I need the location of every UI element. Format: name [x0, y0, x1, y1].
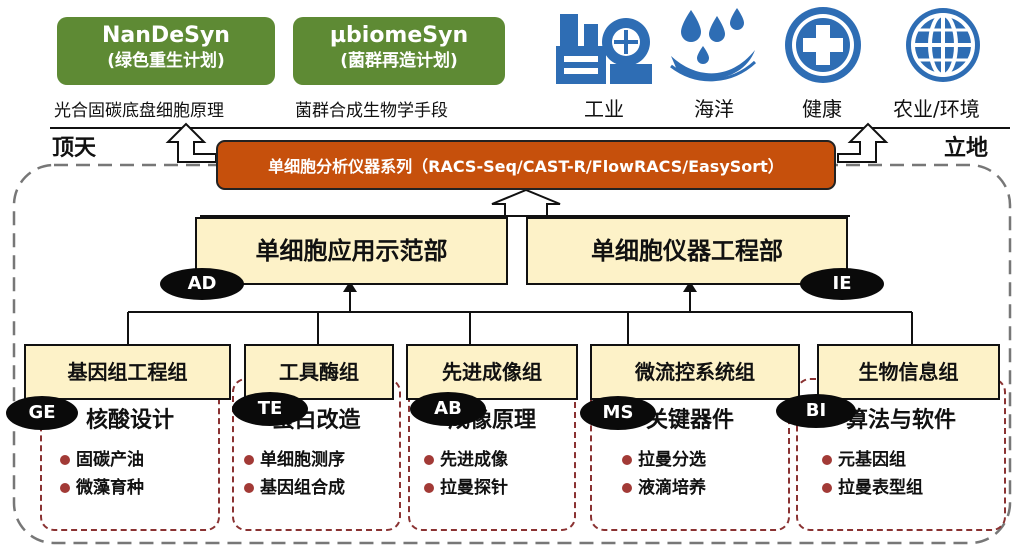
group-ms-head: 微流控系统组 — [590, 344, 800, 400]
group-te-head: 工具酶组 — [244, 344, 394, 400]
globe-icon — [906, 8, 980, 82]
program-subtitle: (菌群再造计划) — [340, 51, 458, 71]
program-nandesyn: NanDeSyn (绿色重生计划) — [57, 17, 275, 85]
center-up-arrow — [491, 188, 561, 217]
sector-label: 海洋 — [694, 97, 734, 121]
sector-label: 农业/环境 — [893, 97, 980, 121]
water-drops-icon — [670, 8, 757, 82]
sector-label: 工业 — [584, 97, 624, 121]
group-title: 关键器件 — [645, 408, 734, 433]
list-item: 元基因组 — [822, 446, 923, 474]
outer-dashed-frame — [12, 163, 1012, 545]
list-item: 拉曼探针 — [424, 474, 508, 502]
factory-icon — [556, 14, 652, 84]
group-tag: GE — [6, 396, 78, 430]
instrument-series-banner: 单细胞分析仪器系列（RACS-Seq/CAST-R/FlowRACS/EasyS… — [216, 140, 836, 190]
list-item: 拉曼分选 — [622, 446, 706, 474]
program-title: µbiomeSyn — [329, 23, 469, 48]
list-item: 微藻育种 — [60, 474, 144, 502]
group-ab-head: 先进成像组 — [406, 344, 578, 400]
program-caption: 菌群合成生物学手段 — [295, 101, 448, 121]
list-item: 单细胞测序 — [244, 446, 345, 474]
program-title: NanDeSyn — [102, 23, 230, 48]
left-hook-arrow — [165, 122, 217, 163]
right-side-label: 立地 — [944, 136, 989, 161]
left-side-label: 顶天 — [52, 136, 97, 161]
group-tag: BI — [776, 394, 856, 428]
dept-engineering: 单细胞仪器工程部 — [526, 217, 848, 285]
group-title: 核酸设计 — [85, 408, 174, 433]
list-item: 固碳产油 — [60, 446, 144, 474]
program-subtitle: (绿色重生计划) — [107, 51, 225, 71]
dept-application: 单细胞应用示范部 — [195, 217, 508, 285]
dept-tag: AD — [160, 268, 244, 300]
list-item: 拉曼表型组 — [822, 474, 923, 502]
right-hook-arrow — [837, 122, 889, 163]
dept-tag: IE — [800, 268, 884, 300]
sector-label: 健康 — [802, 97, 842, 121]
program-mubiomesyn: µbiomeSyn (菌群再造计划) — [293, 17, 505, 85]
list-item: 先进成像 — [424, 446, 508, 474]
group-bi-head: 生物信息组 — [817, 344, 1000, 400]
list-item: 基因组合成 — [244, 474, 345, 502]
medical-cross-icon — [785, 7, 861, 83]
program-caption: 光合固碳底盘细胞原理 — [54, 101, 224, 121]
group-title: 算法与软件 — [845, 408, 956, 433]
group-tag: MS — [580, 396, 656, 430]
group-tag: TE — [232, 392, 308, 426]
group-tag: AB — [410, 392, 486, 426]
group-ge-head: 基因组工程组 — [24, 344, 231, 400]
list-item: 液滴培养 — [622, 474, 706, 502]
